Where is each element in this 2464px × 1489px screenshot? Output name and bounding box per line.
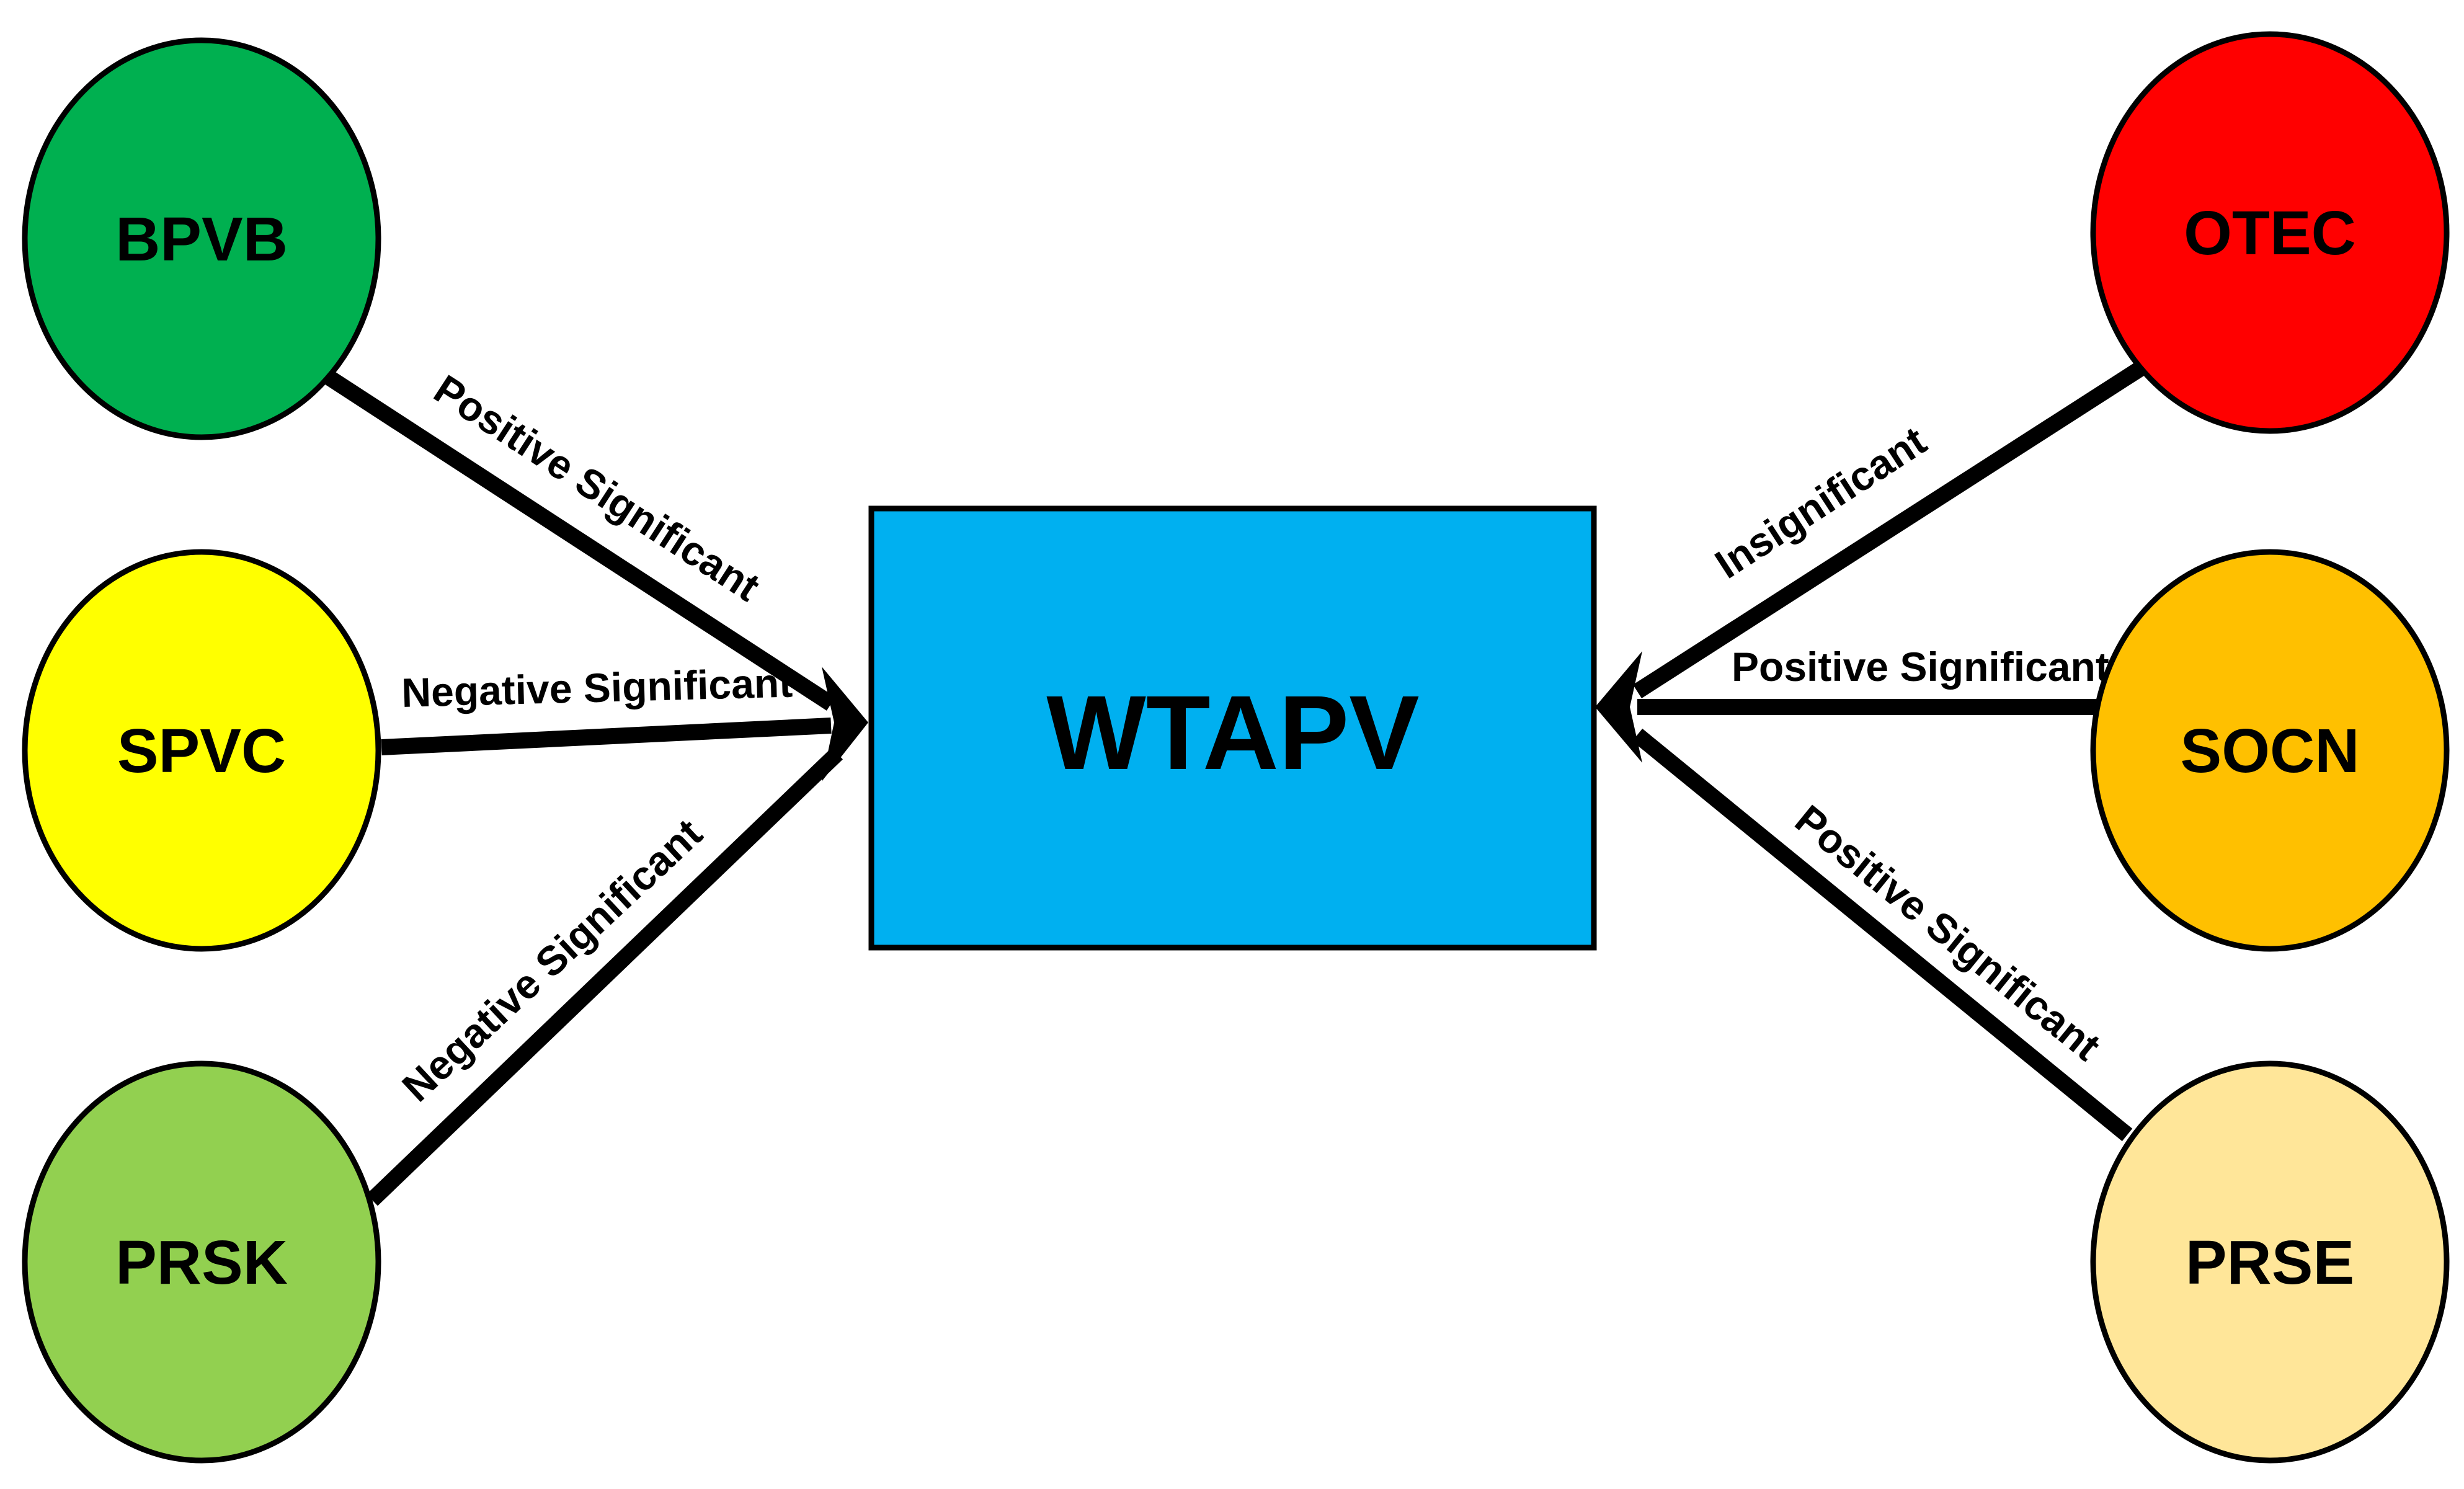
edge-spvc: [381, 718, 832, 755]
edge-label-spvc: Negative Significant: [401, 660, 793, 716]
node-label: SPVC: [117, 716, 286, 786]
edge-label-prse: Positive Significant: [1787, 796, 2109, 1069]
edges: [321, 362, 2145, 1206]
node-prse: PRSE: [2090, 1060, 2450, 1464]
center-box: [868, 505, 1597, 951]
node-label: BPVB: [115, 205, 288, 274]
node-bpvb: BPVB: [22, 37, 381, 440]
arrowhead-left-icon: [822, 667, 868, 781]
edge-prsk: [366, 747, 843, 1206]
edge-bpvb: [321, 368, 836, 711]
node-label: PRSE: [2186, 1228, 2354, 1297]
node-circle: [2090, 1060, 2450, 1464]
arrowheads: [822, 651, 1642, 781]
node-label: SOCN: [2181, 716, 2360, 786]
edge-label-bpvb: Positive Significant: [426, 366, 768, 610]
node-label: OTEC: [2184, 198, 2356, 268]
node-prsk: PRSK: [22, 1060, 381, 1464]
node-circle: [2090, 549, 2450, 952]
node-circle: [22, 1060, 381, 1464]
edge-prse: [1632, 728, 2133, 1142]
node-socn: SOCN: [2090, 549, 2450, 952]
edge-label-otec: Insignificant: [1707, 417, 1934, 587]
edge-otec: [1632, 362, 2145, 698]
node-circle: [22, 37, 381, 440]
node-circle: [22, 549, 381, 952]
node-circle: [2090, 31, 2450, 434]
edge-label-prsk: Negative Significant: [393, 810, 711, 1110]
node-otec: OTEC: [2090, 31, 2450, 434]
edge-label-socn: Positive Significant: [1732, 644, 2109, 690]
arrowhead-right-icon: [1595, 651, 1642, 763]
node-label: PRSK: [115, 1228, 288, 1297]
center-node: WTAPV: [868, 505, 1597, 951]
node-spvc: SPVC: [22, 549, 381, 952]
center-label: WTAPV: [1046, 674, 1419, 792]
